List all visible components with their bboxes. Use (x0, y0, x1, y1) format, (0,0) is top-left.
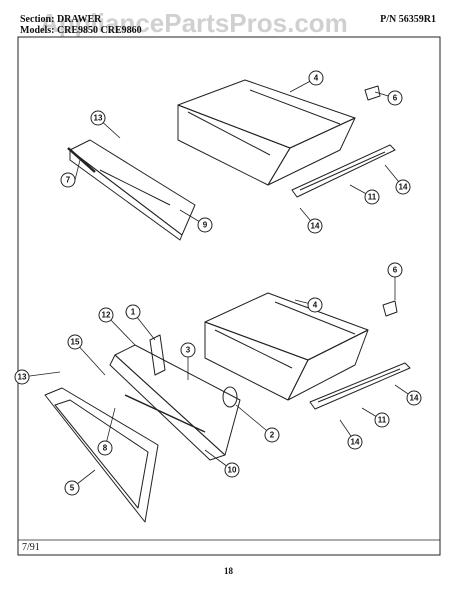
callout-circle-13-top (90, 110, 106, 126)
callout-6-top: 6 (393, 94, 398, 103)
callout-circle-7 (60, 172, 76, 188)
door-frame (44, 387, 159, 523)
callout-circle-3 (180, 342, 196, 358)
drawer-pan-bottom (204, 292, 369, 401)
callout-circle-14-bottom-left (347, 434, 363, 450)
callout-circle-2 (264, 427, 280, 443)
callout-14-top-right: 14 (399, 183, 408, 192)
callout-circle-1 (125, 304, 141, 320)
callout-9: 9 (203, 221, 208, 230)
diagram-frame (17, 36, 441, 556)
callout-14-top-left: 14 (311, 222, 320, 231)
slide-rail-bottom (309, 362, 411, 410)
callout-14-bottom-right: 14 (410, 394, 419, 403)
callout-circle-12 (98, 307, 114, 323)
callout-11-top: 11 (368, 193, 377, 202)
callout-circle-13-bottom (14, 369, 30, 385)
callout-6-bottom: 6 (393, 266, 398, 275)
callout-circle-10 (224, 462, 240, 478)
callout-4-bottom: 4 (313, 301, 318, 310)
callout-10: 10 (228, 466, 237, 475)
slide-rail-top (291, 144, 396, 198)
drawer-pan-top (177, 79, 356, 186)
callout-14-bottom-left: 14 (351, 438, 360, 447)
part-number: P/N 56359R1 (380, 14, 436, 25)
callout-1: 1 (131, 308, 136, 317)
section-title: Section: DRAWER (20, 14, 102, 25)
models-line: Models: CRE9850 CRE9860 (20, 25, 142, 36)
callout-circle-14-top-left (307, 218, 323, 234)
callout-circle-11-bottom (374, 412, 390, 428)
bracket-top (364, 85, 381, 101)
revision-date: 7/91 (22, 542, 40, 553)
callout-3: 3 (186, 346, 191, 355)
drawer-panel-top (69, 139, 196, 241)
callout-5: 5 (70, 484, 75, 493)
callout-circle-4-bottom (307, 297, 323, 313)
callout-circle-6-bottom (387, 262, 403, 278)
callout-13-top: 13 (94, 114, 103, 123)
page-number: 18 (224, 566, 233, 576)
callout-circle-9 (197, 217, 213, 233)
bracket-bottom (382, 300, 398, 317)
callout-circle-5 (64, 480, 80, 496)
callout-12: 12 (102, 311, 111, 320)
callout-circle-11-top (364, 189, 380, 205)
callout-2: 2 (270, 431, 275, 440)
callout-8: 8 (103, 444, 108, 453)
callout-4-top: 4 (314, 74, 319, 83)
knob (222, 386, 238, 408)
callout-7: 7 (66, 176, 71, 185)
callout-circle-14-bottom-right (406, 390, 422, 406)
callout-11-bottom: 11 (378, 416, 387, 425)
door-inner-panel (109, 344, 241, 461)
handle-rod-top (67, 147, 96, 173)
hinge-bracket (149, 334, 166, 376)
callout-13-bottom: 13 (18, 373, 27, 382)
watermark-text: AppliancePartsPros.com (40, 8, 348, 38)
callout-circle-4-top (308, 70, 324, 86)
callout-circle-6-top (387, 90, 403, 106)
callout-circle-14-top-right (395, 179, 411, 195)
callout-circle-15 (67, 334, 83, 350)
callout-circle-8 (97, 440, 113, 456)
callout-15: 15 (71, 338, 80, 347)
